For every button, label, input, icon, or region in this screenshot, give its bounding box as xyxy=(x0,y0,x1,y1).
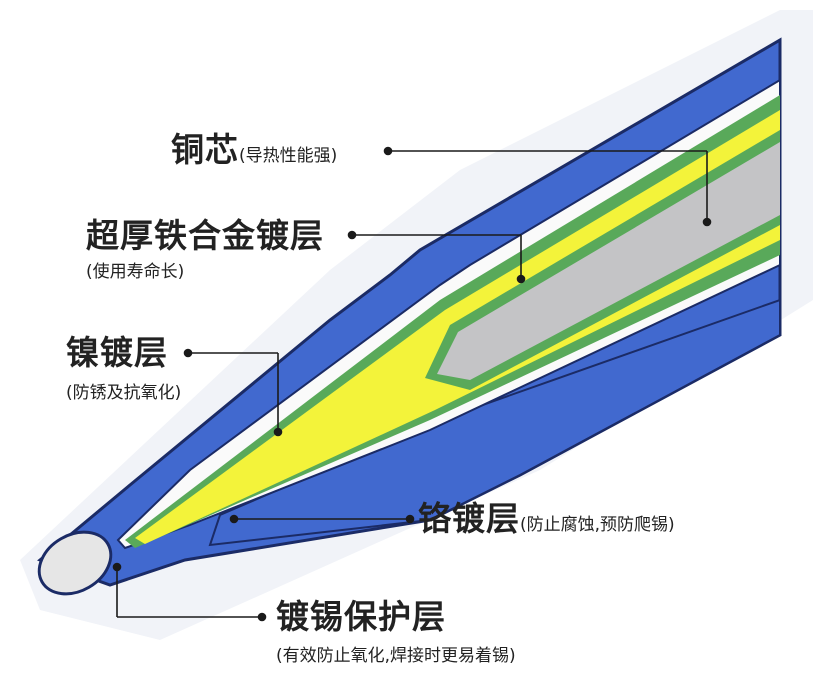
chrome-plating-label: 铬镀层(防止腐蚀,预防爬锡) xyxy=(418,502,675,535)
nickel-plating-note: (防锈及抗氧化) xyxy=(66,383,182,403)
copper-core xyxy=(437,142,780,380)
chrome-plating-band xyxy=(208,298,781,547)
tin-plating-note: (有效防止氧化,焊接时更易着锡) xyxy=(276,646,516,666)
copper-core-note: (导热性能强) xyxy=(239,146,338,166)
iron-plating-title: 超厚铁合金镀层 xyxy=(86,216,324,255)
leader-lines xyxy=(112,146,712,622)
copper-core-label: 铜芯(导热性能强) xyxy=(171,133,337,166)
tin-plating-title: 镀锡保护层 xyxy=(276,597,446,636)
chrome-plating-note: (防止腐蚀,预防爬锡) xyxy=(520,515,675,535)
iron-plating-note: (使用寿命长) xyxy=(86,262,185,282)
tip-end-face xyxy=(37,530,113,596)
nickel-plating-title: 镍镀层 xyxy=(66,333,168,372)
copper-core-title: 铜芯 xyxy=(171,130,239,169)
chrome-plating-title: 铬镀层 xyxy=(418,499,520,538)
